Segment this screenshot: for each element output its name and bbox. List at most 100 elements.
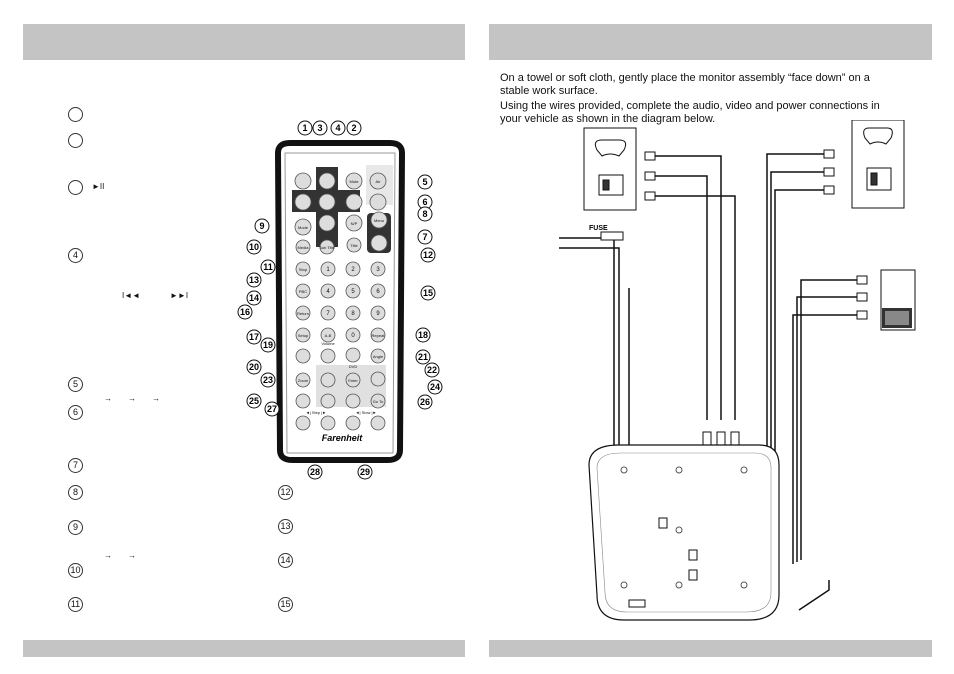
callout-circle — [415, 327, 431, 343]
digit-0: 0 — [351, 333, 355, 339]
enter-button-label: Enter — [348, 378, 358, 383]
callout-circle — [246, 393, 262, 409]
media-button-label: Media — [298, 245, 310, 250]
callout-number: 17 — [249, 332, 259, 342]
callout-circle — [312, 120, 328, 136]
subtitle-button-label: Sub Title — [319, 245, 335, 250]
dvd-label: DVD — [349, 364, 358, 369]
callout-number: 7 — [422, 232, 427, 242]
callout-number: 23 — [263, 375, 273, 385]
callout-circle — [307, 464, 323, 480]
callout-number: 27 — [267, 404, 277, 414]
callout-circle — [246, 272, 262, 288]
instruction-1: On a towel or soft cloth, gently place t… — [500, 72, 870, 97]
callout-circle — [420, 285, 436, 301]
wiring-diagram: FUSE — [559, 120, 916, 621]
callout-circle — [264, 401, 280, 417]
callout-circle — [260, 337, 276, 353]
arrow-icon: → — [128, 394, 136, 403]
digit-5: 5 — [351, 289, 355, 295]
list-marker-12: 12 — [278, 485, 293, 500]
list-marker-empty-1 — [68, 107, 83, 122]
right-header-bar — [489, 24, 932, 60]
step-label: ◄| Step |► — [306, 410, 326, 415]
list-marker-8: 8 — [68, 485, 83, 500]
ab-button-label: A-B — [325, 333, 332, 338]
pbc-button-label: PBC — [299, 289, 307, 294]
instruction-2: Using the wires provided, complete the a… — [500, 100, 880, 125]
callout-circle — [417, 394, 433, 410]
callout-number: 21 — [418, 352, 428, 362]
setup-button-label: Setup — [298, 333, 309, 338]
return-button-label: Return — [297, 311, 309, 316]
list-marker-11: 11 — [68, 597, 83, 612]
goto-button-label: Go To — [373, 399, 384, 404]
callout-number: 1 — [302, 123, 307, 133]
play-pause-icon: ►II — [92, 182, 105, 191]
callout-circle — [297, 120, 313, 136]
list-marker-empty-2 — [68, 133, 83, 148]
right-footer-bar — [489, 640, 932, 657]
left-header-bar — [23, 24, 465, 60]
callout-number: 2 — [351, 123, 356, 133]
list-marker-10: 10 — [68, 563, 83, 578]
digit-9: 9 — [376, 311, 380, 317]
callout-number: 3 — [317, 123, 322, 133]
list-marker-4: 4 — [68, 248, 83, 263]
list-marker-14: 14 — [278, 553, 293, 568]
game-console-icon — [598, 174, 624, 196]
callout-number: 24 — [430, 382, 440, 392]
callout-number: 13 — [249, 275, 259, 285]
callout-number: 15 — [423, 288, 433, 298]
left-footer-bar — [23, 640, 465, 657]
callout-number: 18 — [418, 330, 428, 340]
list-marker-6: 6 — [68, 405, 83, 420]
menu-button-label: Menu — [374, 218, 384, 223]
callout-circle — [246, 290, 262, 306]
digit-4: 4 — [326, 289, 330, 295]
arrow-icon: → — [104, 551, 112, 560]
callout-circle — [260, 259, 276, 275]
callout-circle — [246, 329, 262, 345]
list-marker-7: 7 — [68, 458, 83, 473]
callout-number: 25 — [249, 396, 259, 406]
angle-button-label: Angle — [373, 354, 384, 359]
callout-number: 4 — [335, 123, 340, 133]
callout-circle — [237, 304, 253, 320]
digit-2: 2 — [351, 267, 355, 273]
title-button-label: Title — [350, 243, 358, 248]
arrow-icon: → — [152, 394, 160, 403]
callout-circle — [417, 229, 433, 245]
callout-number: 8 — [422, 209, 427, 219]
prev-track-icon: I◄◄ — [122, 291, 141, 300]
game-controller-icon — [863, 127, 893, 145]
brand-logo: Farenheit — [322, 433, 364, 443]
callout-circle — [246, 239, 262, 255]
callout-number: 14 — [249, 293, 259, 303]
callout-circle — [357, 464, 373, 480]
callout-number: 29 — [360, 467, 370, 477]
digit-6: 6 — [376, 289, 380, 295]
callout-number: 9 — [259, 221, 264, 231]
digit-8: 8 — [351, 311, 355, 317]
callout-circle — [427, 379, 443, 395]
game-console-icon — [866, 167, 892, 191]
arrow-icon: → — [128, 551, 136, 560]
arrow-icon: → — [104, 394, 112, 403]
callout-number: 22 — [427, 365, 437, 375]
repeat-button-label: Repeat — [372, 333, 386, 338]
callout-circle — [415, 349, 431, 365]
callout-number: 28 — [310, 467, 320, 477]
remote-control-diagram: Mute Air Menu Mode Media Sub Title N/P T… — [237, 120, 443, 480]
air-button-label: Air — [376, 179, 382, 184]
mute-button-label: Mute — [350, 179, 360, 184]
list-marker-9: 9 — [68, 520, 83, 535]
list-marker-5: 5 — [68, 377, 83, 392]
stop-button-label: Stop — [299, 267, 308, 272]
next-track-icon: ►►I — [170, 291, 189, 300]
slow-label: ◄| Slow |► — [356, 410, 377, 415]
callout-number: 11 — [263, 262, 273, 272]
callout-number: 26 — [420, 397, 430, 407]
mode-button-label: Mode — [298, 225, 309, 230]
callout-circle — [260, 372, 276, 388]
